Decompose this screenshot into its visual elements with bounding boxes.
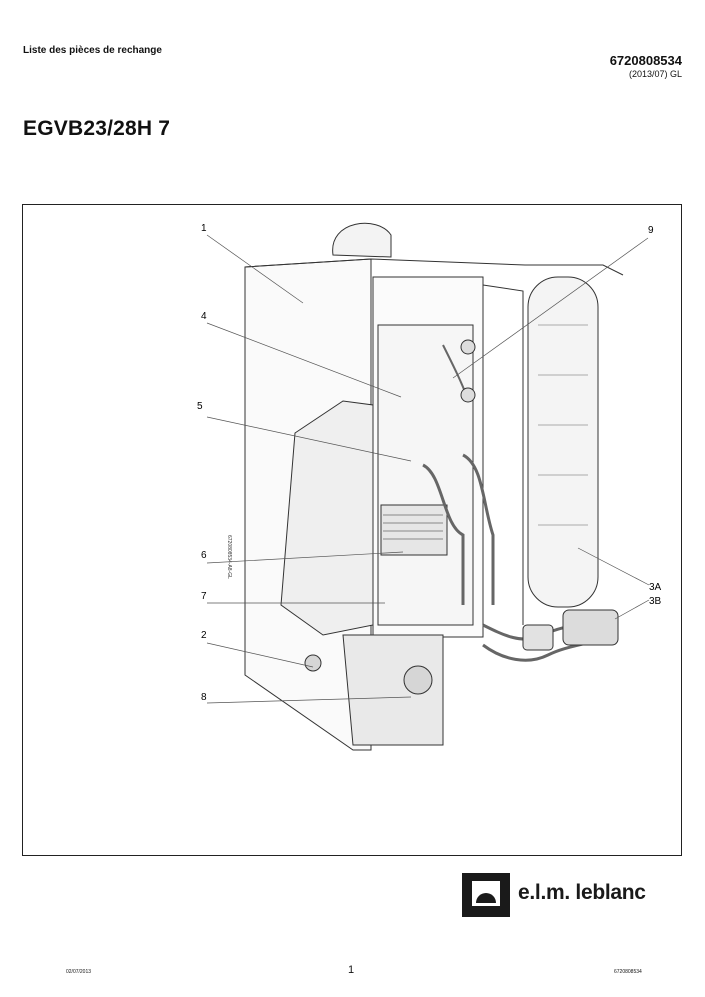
callout-7: 7 xyxy=(201,591,207,602)
document-number: 6720808534 xyxy=(609,53,682,68)
boiler-drawing xyxy=(244,222,624,751)
logo-wordmark: e.l.m. leblanc xyxy=(518,881,646,904)
callout-5: 5 xyxy=(197,401,203,412)
drawing-code: 6720808534-A8-GL xyxy=(226,535,232,579)
footer-date: 02/07/2013 xyxy=(66,969,92,975)
exploded-view-frame: 6720808534-A8-GL 1 4 5 6 7 2 8 9 3A 3B xyxy=(22,204,682,856)
callout-3b: 3B xyxy=(649,596,662,607)
page-number: 1 xyxy=(348,964,355,976)
logo-mark-icon xyxy=(462,873,510,917)
callout-4: 4 xyxy=(201,311,207,322)
callout-6: 6 xyxy=(201,550,207,561)
document-type: Liste des pièces de rechange xyxy=(23,45,162,56)
document-date: (2013/07) GL xyxy=(628,69,682,79)
boiler-exploded-diagram: 6720808534-A8-GL 1 4 5 6 7 2 8 9 3A 3B xyxy=(197,222,662,751)
callout-8: 8 xyxy=(201,692,207,703)
callout-3a: 3A xyxy=(649,582,662,593)
footer-doc-number: 6720808534 xyxy=(614,969,642,975)
brand-logo: e.l.m. leblanc xyxy=(462,873,662,917)
callout-2: 2 xyxy=(201,630,207,641)
callout-9: 9 xyxy=(648,225,654,236)
model-title: EGVB23/28H 7 xyxy=(23,117,171,140)
leader-lines xyxy=(206,234,650,704)
callout-1: 1 xyxy=(201,223,207,234)
